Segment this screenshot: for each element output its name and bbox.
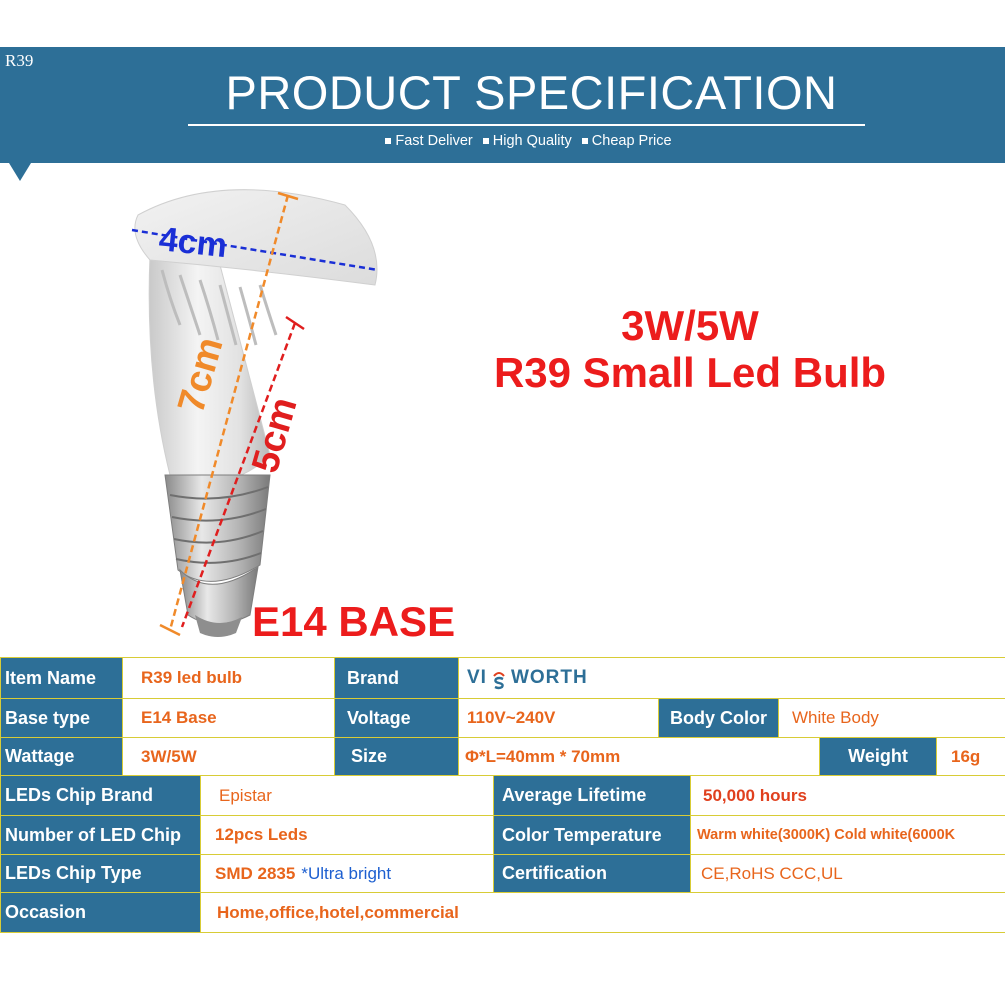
model-tag: R39 bbox=[5, 51, 34, 70]
spec-label-lifetime: Average Lifetime bbox=[494, 776, 691, 816]
height-dimension-line bbox=[168, 194, 290, 631]
spec-label-chip-type: LEDs Chip Type bbox=[1, 855, 201, 893]
spec-value-voltage: 110V~240V bbox=[459, 699, 659, 738]
spec-label-size: Size bbox=[335, 738, 459, 776]
spec-label-base-type: Base type bbox=[1, 699, 123, 738]
brand-logo: VI WORTH bbox=[467, 667, 588, 690]
spec-value-size: Φ*L=40mm * 70mm bbox=[459, 738, 820, 776]
spec-label-body-color: Body Color bbox=[659, 699, 779, 738]
page-title: PRODUCT SPECIFICATION bbox=[225, 66, 838, 119]
spec-value-weight: 16g bbox=[937, 738, 1005, 776]
brand-logo-suffix: WORTH bbox=[510, 667, 588, 688]
base-type-headline: E14 BASE bbox=[252, 598, 456, 645]
width-dimension-line bbox=[131, 228, 379, 272]
tagline: Fast Deliver High Quality Cheap Price bbox=[0, 133, 1005, 149]
width-dimension-label: 4cm bbox=[157, 220, 229, 265]
brand-logo-prefix: VI bbox=[467, 667, 487, 688]
bulb-dome bbox=[134, 189, 378, 286]
spec-label-certification: Certification bbox=[494, 855, 691, 893]
spec-value-brand: VI WORTH bbox=[459, 658, 1005, 699]
spec-value-item-name: R39 led bulb bbox=[123, 658, 335, 699]
spec-value-lifetime: 50,000 hours bbox=[691, 776, 1005, 816]
spec-value-chip-brand: Epistar bbox=[201, 776, 494, 816]
spec-value-color-temp: Warm white(3000K) Cold white(6000K bbox=[691, 816, 1005, 855]
bullet-square-icon bbox=[385, 138, 392, 144]
bullet-square-icon bbox=[482, 138, 489, 144]
spec-label-color-temp: Color Temperature bbox=[494, 816, 691, 855]
tagline-fast-deliver: Fast Deliver bbox=[395, 133, 473, 149]
chip-type-text: SMD 2835 bbox=[215, 863, 296, 883]
spec-label-weight: Weight bbox=[820, 738, 937, 776]
spec-value-base-type: E14 Base bbox=[123, 699, 335, 738]
tagline-cheap-price: Cheap Price bbox=[591, 133, 672, 149]
header-banner: R39 PRODUCT SPECIFICATION Fast Deliver H… bbox=[0, 47, 1005, 163]
spec-label-chip-brand: LEDs Chip Brand bbox=[1, 776, 201, 816]
spec-value-certification: CE,RoHS CCC,UL bbox=[691, 855, 1005, 893]
spec-value-chip-type: SMD 2835 *Ultra bright bbox=[201, 855, 494, 893]
chip-type-note: *Ultra bright bbox=[301, 863, 392, 883]
spec-value-led-count: 12pcs Leds bbox=[201, 816, 494, 855]
product-headline: R39 Small Led Bulb bbox=[493, 349, 887, 396]
banner-notch bbox=[9, 163, 31, 181]
spec-value-wattage: 3W/5W bbox=[123, 738, 335, 776]
spec-label-voltage: Voltage bbox=[335, 699, 459, 738]
spec-label-wattage: Wattage bbox=[1, 738, 123, 776]
bulb-image: 4cm 7cm 5cm bbox=[131, 189, 379, 637]
spec-value-body-color: White Body bbox=[779, 699, 1005, 738]
title-underline bbox=[188, 124, 865, 126]
spec-label-occasion: Occasion bbox=[1, 893, 201, 932]
e14-screw-base bbox=[164, 474, 271, 637]
bullet-square-icon bbox=[581, 138, 588, 144]
brand-logo-icon bbox=[493, 672, 505, 690]
spec-label-item-name: Item Name bbox=[1, 658, 123, 699]
tagline-high-quality: High Quality bbox=[492, 133, 572, 149]
spec-table: Item Name R39 led bulb Brand VI WORTH Ba… bbox=[0, 657, 1005, 933]
body-dimension-line bbox=[180, 322, 297, 628]
spec-label-brand: Brand bbox=[335, 658, 459, 699]
spec-value-occasion: Home,office,hotel,commercial bbox=[201, 893, 1005, 932]
wattage-headline: 3W/5W bbox=[621, 302, 759, 349]
spec-label-led-count: Number of LED Chip bbox=[1, 816, 201, 855]
